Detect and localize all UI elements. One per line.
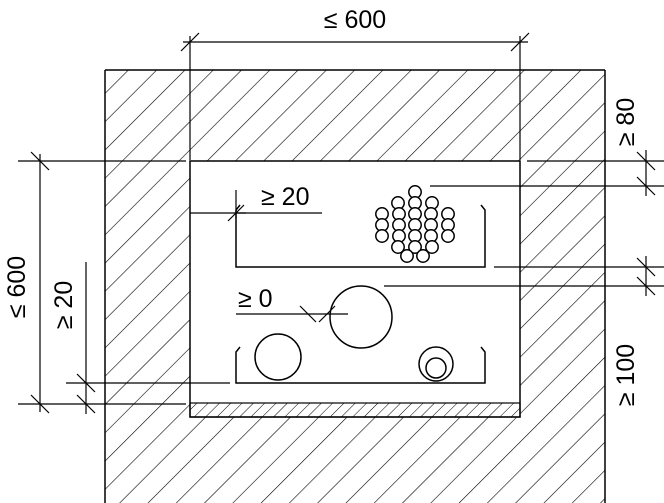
cable-spacing-tick-left xyxy=(299,305,317,323)
upper-cable-tray xyxy=(235,204,486,268)
bundle-cable xyxy=(391,240,405,254)
label-overall-height-max: ≤ 600 xyxy=(3,256,31,318)
tray-gap-tick-bottom xyxy=(636,276,656,296)
cable-medium xyxy=(254,333,302,381)
dimension-lines xyxy=(18,32,664,414)
bundle-cable xyxy=(441,229,455,243)
tray-gap-tick-top xyxy=(636,257,656,277)
bundle-cable xyxy=(375,229,389,243)
cable-large xyxy=(329,285,393,349)
label-top-width-max: ≤ 600 xyxy=(324,6,386,34)
label-side-clearance-min-2: ≥ 20 xyxy=(50,281,78,329)
label-cable-spacing-min: ≥ 0 xyxy=(238,285,273,313)
top-cover-tick-bottom xyxy=(636,176,656,196)
side-clearance-tick xyxy=(227,204,245,222)
bundle-cable xyxy=(425,240,439,254)
height-tick-bottom xyxy=(30,394,50,414)
cable-small-inner xyxy=(425,357,447,379)
top-width-tick-left xyxy=(180,32,200,52)
label-top-cover-min: ≥ 80 xyxy=(612,98,640,146)
cable-bundle xyxy=(375,185,455,263)
bundle-cable xyxy=(408,240,422,254)
cable-spacing-tick-right xyxy=(318,305,336,323)
bundle-cable xyxy=(400,249,414,263)
bundle-cable xyxy=(416,249,430,263)
top-cover-tick-top xyxy=(636,151,656,171)
bottom-clearance-tick-top xyxy=(76,373,96,393)
duct-floor-strip xyxy=(189,402,521,418)
bottom-clearance-tick-bottom xyxy=(76,394,96,414)
top-width-tick-right xyxy=(510,32,530,52)
label-side-clearance-min: ≥ 20 xyxy=(261,183,309,211)
label-bottom-clearance-min: ≥ 100 xyxy=(612,344,640,406)
lower-cable-tray xyxy=(235,346,486,384)
height-tick-top xyxy=(30,151,50,171)
